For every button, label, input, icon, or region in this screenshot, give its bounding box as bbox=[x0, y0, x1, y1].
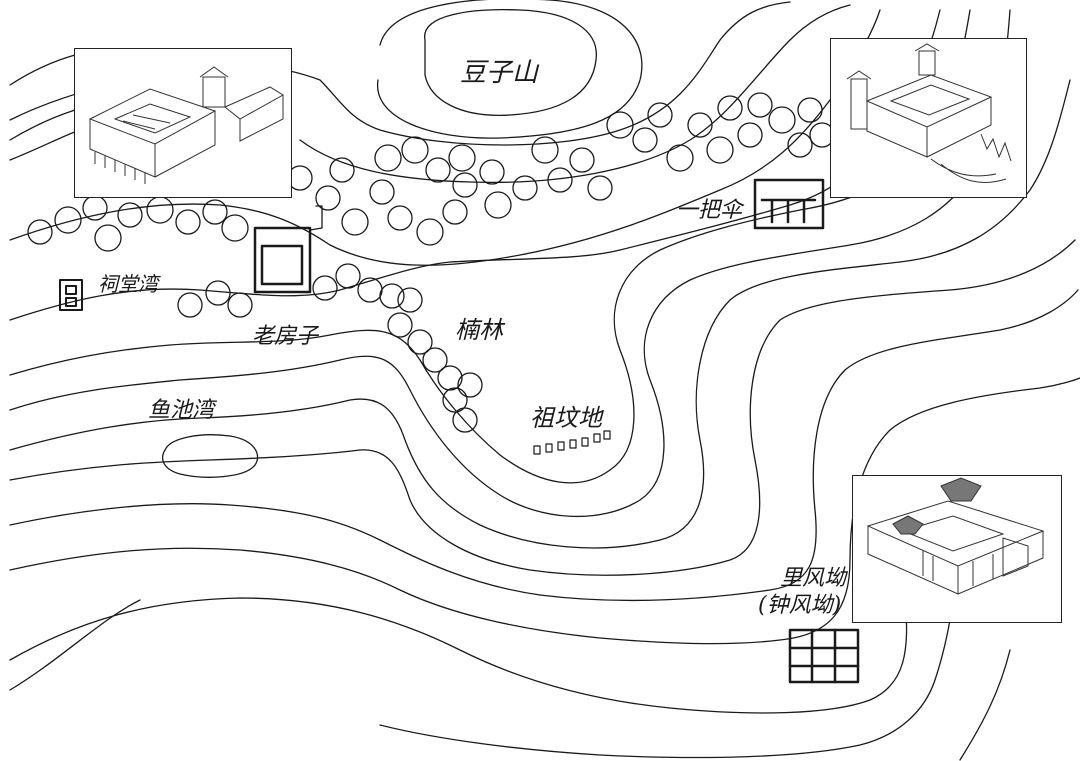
contour-line-left-1 bbox=[9, 54, 76, 86]
contour-line-mid-2 bbox=[9, 9, 1011, 518]
label-citang-wan: 祠堂湾 bbox=[98, 272, 158, 296]
contour-line-lower-5 bbox=[959, 649, 1011, 761]
compound-sketch bbox=[866, 477, 1045, 595]
inset-building-sketch-top-right bbox=[830, 38, 1027, 198]
building-citang bbox=[59, 279, 83, 311]
inset-building-sketch-top-left bbox=[74, 48, 292, 198]
contour-line-mid-3 bbox=[9, 79, 1071, 549]
building-yiba-san bbox=[753, 178, 825, 230]
fortified-house-sketch bbox=[846, 43, 1012, 183]
tree-cluster-upper bbox=[27, 92, 835, 252]
building-lifeng-ao bbox=[788, 628, 860, 684]
label-douzi-shan: 豆子山 bbox=[460, 58, 539, 88]
label-yuchi-wan: 鱼池湾 bbox=[148, 398, 215, 423]
label-zufen-di: 祖坟地 bbox=[530, 404, 602, 432]
fish-pond bbox=[162, 434, 259, 478]
label-lifeng-ao: 里风坳 bbox=[780, 566, 847, 591]
contour-line-lower-2 bbox=[9, 377, 1080, 645]
contour-line-lower-4 bbox=[9, 599, 951, 759]
hilltop-contour-outer bbox=[377, 0, 643, 139]
label-yiba-san: 一把伞 bbox=[676, 198, 743, 223]
contour-line-left-2 bbox=[9, 109, 76, 141]
label-lao-fangzi: 老房子 bbox=[252, 324, 319, 349]
label-nan-lin: 楠林 bbox=[455, 316, 503, 344]
inset-building-sketch-bottom-right bbox=[852, 475, 1062, 623]
tree-cluster-nanlin bbox=[177, 263, 483, 433]
tomb-markers bbox=[533, 430, 611, 455]
courtyard-building-sketch bbox=[88, 66, 284, 184]
contour-line-lower-1 bbox=[9, 289, 1079, 602]
contour-line-upper-3 bbox=[9, 9, 881, 266]
hilltop-contour-inner bbox=[424, 9, 597, 116]
label-lifeng-ao-alt: (钟风坳) bbox=[758, 593, 842, 618]
building-lao-fangzi bbox=[253, 205, 323, 294]
contour-line-mid-4 bbox=[9, 239, 1076, 576]
